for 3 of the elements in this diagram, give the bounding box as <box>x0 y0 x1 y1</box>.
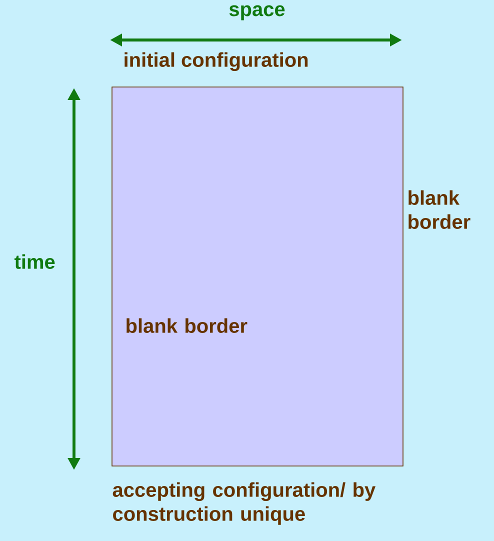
rectangle: blank border <box>112 86 404 466</box>
axis-label: time <box>14 254 55 269</box>
axis-label: space <box>229 5 285 20</box>
